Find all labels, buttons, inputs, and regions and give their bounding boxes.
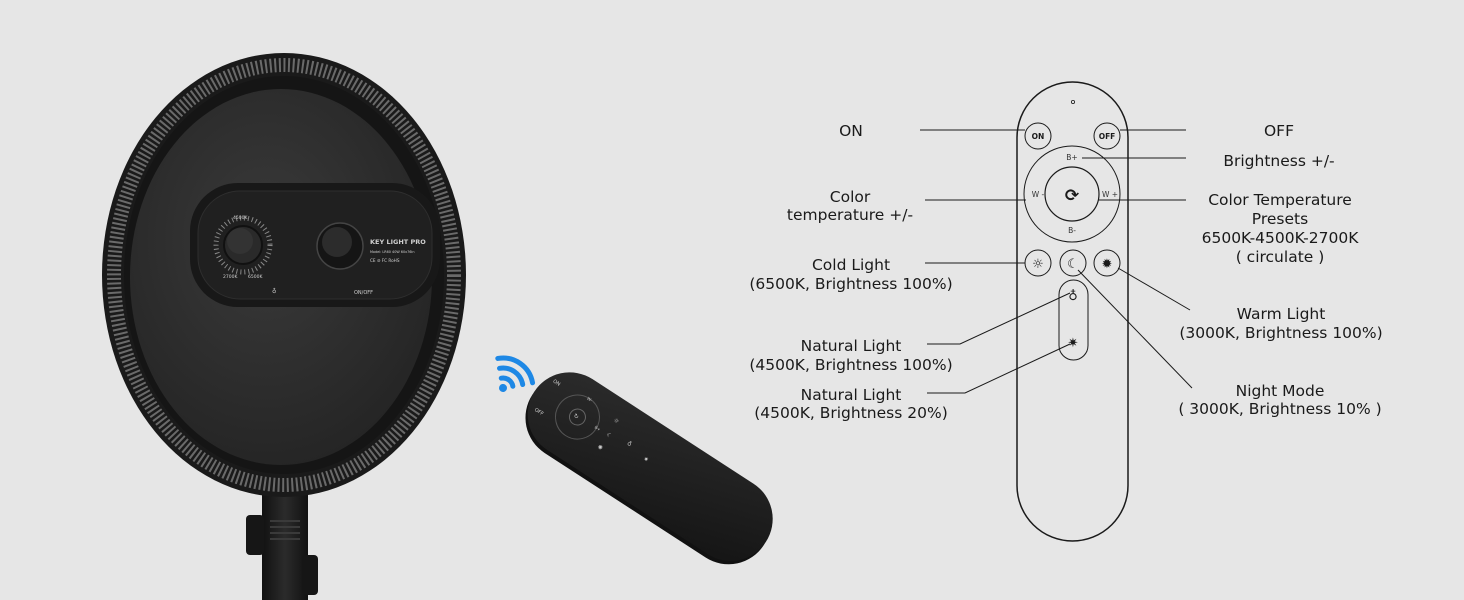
callout-on: ON: [839, 122, 863, 140]
dial-knob-highlight: [227, 228, 253, 254]
callout-presets-3: 6500K-4500K-2700K: [1202, 229, 1360, 247]
power-knob[interactable]: [316, 222, 364, 270]
dial-scale-ticks: [213, 215, 273, 275]
brightness-down-label: B-: [1068, 226, 1076, 235]
remote-photo-center: [568, 408, 586, 426]
leader-night: [1077, 269, 1193, 389]
remote-photo-b-plus: B+: [594, 425, 602, 433]
remote-photo-bulb-low-icon: ✷: [642, 455, 650, 464]
remote-photo-dpad: [554, 394, 600, 440]
remote-photo-off: OFF: [533, 407, 544, 417]
natural-dim-bulb-icon: ✷: [1068, 336, 1079, 351]
model-subtext: Model: LR60 40W 60x76in: [370, 250, 415, 254]
temp-down-label: W -: [1032, 190, 1045, 199]
callout-warm-2: (3000K, Brightness 100%): [1179, 324, 1382, 342]
warm-light-sun-icon: ✹: [1102, 257, 1113, 272]
cycle-arrows-icon: ⟳: [1065, 186, 1079, 206]
callout-brightness: Brightness +/-: [1223, 152, 1334, 170]
remote-photo-moon-icon: ☾: [605, 431, 613, 440]
callout-cold-1: Cold Light: [812, 256, 890, 274]
warm-light-button[interactable]: [1093, 249, 1121, 277]
stand-clamp-right: [302, 555, 318, 595]
dial-top-label: 4500K: [233, 215, 248, 221]
remote-photo-warm-icon: ✺: [596, 443, 604, 452]
wifi-signal-icon: [495, 355, 536, 392]
remote-photo-cycle-icon: ↻: [572, 412, 580, 421]
remote-photo: ↻ ON OFF B+ W- ☼ ☾ ✺ ♁ ✷: [525, 372, 773, 565]
night-mode-button[interactable]: [1059, 249, 1087, 277]
remote-indicator-led: [1071, 100, 1076, 105]
direction-pad[interactable]: [1023, 145, 1121, 243]
callout-natural-high-2: (4500K, Brightness 100%): [749, 356, 952, 374]
ring-light-device: 4500K 2700K 6500K ♁ ON/OFF KEY LIGHT PRO…: [102, 53, 466, 600]
off-button[interactable]: [1093, 122, 1121, 150]
dial-left-label: 2700K: [223, 274, 238, 280]
control-panel-inner: [197, 190, 433, 300]
natural-bright-bulb-icon: ♁: [1068, 289, 1078, 304]
leader-natural-high: [927, 292, 1071, 345]
callout-natural-low-1: Natural Light: [801, 386, 902, 404]
callout-color-temp-2: temperature +/-: [787, 206, 913, 224]
remote-outline: [1016, 81, 1129, 542]
stand-clamp-left: [246, 515, 264, 555]
remote-photo-w-minus: W-: [586, 396, 594, 403]
ridged-rim: [107, 58, 461, 492]
callout-warm-1: Warm Light: [1237, 305, 1326, 323]
bulb-icon: ♁: [272, 287, 276, 295]
callout-night-2: ( 3000K, Brightness 10% ): [1178, 400, 1381, 418]
remote-diagram: ON OFF ⟳ B+ B- W - W + ☼ ☾ ✹ ♁ ✷: [1016, 81, 1129, 542]
callout-off: OFF: [1264, 122, 1294, 140]
callout-presets-4: ( circulate ): [1236, 248, 1325, 266]
callout-natural-low-2: (4500K, Brightness 20%): [754, 404, 948, 422]
callout-color-temp-1: Color: [830, 188, 871, 206]
leader-warm: [1117, 267, 1191, 311]
night-mode-moon-icon: ☾: [1067, 257, 1079, 272]
stand-grip: [270, 520, 300, 540]
on-button-label: ON: [1032, 132, 1045, 141]
dial-right-label: 6500K: [248, 274, 263, 280]
callout-night-1: Night Mode: [1236, 382, 1325, 400]
callout-natural-high-1: Natural Light: [801, 337, 902, 355]
color-temperature-dial[interactable]: [213, 215, 273, 275]
off-button-label: OFF: [1099, 132, 1116, 141]
remote-photo-bulb-icon: ♁: [626, 439, 634, 448]
temp-up-label: W +: [1102, 190, 1118, 199]
remote-photo-sun-icon: ☼: [612, 417, 621, 426]
cert-marks: CE ⊘ FC RoHS: [370, 258, 400, 263]
leader-lines: [920, 129, 1193, 394]
leader-natural-low: [927, 343, 1071, 394]
on-button[interactable]: [1024, 122, 1052, 150]
cold-light-sun-icon: ☼: [1032, 257, 1044, 272]
power-label: ON/OFF: [354, 290, 373, 296]
brightness-up-label: B+: [1066, 153, 1077, 162]
natural-light-rocker[interactable]: [1058, 279, 1089, 361]
callout-presets-2: Presets: [1252, 210, 1308, 228]
callout-cold-2: (6500K, Brightness 100%): [749, 275, 952, 293]
remote-photo-body: [527, 372, 773, 561]
callout-presets-1: Color Temperature: [1208, 191, 1352, 209]
model-title: KEY LIGHT PRO: [370, 238, 426, 246]
callout-labels: ON OFF Brightness +/- Color temperature …: [749, 122, 1382, 422]
preset-cycle-button[interactable]: [1044, 166, 1100, 222]
remote-photo-on: ON: [552, 378, 562, 387]
